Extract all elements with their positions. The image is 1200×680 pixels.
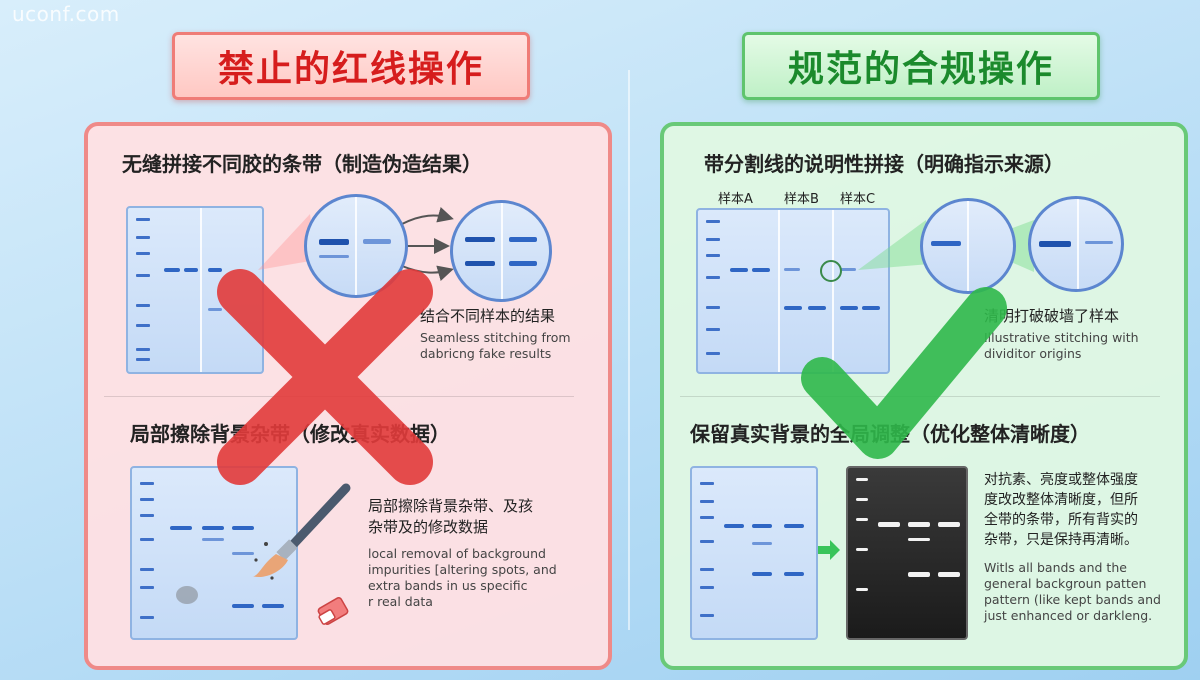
prohibited-banner: 禁止的红线操作 [172, 32, 530, 100]
watermark: uconf.com [12, 2, 120, 26]
right-gel-1 [696, 208, 890, 374]
left-gel-1 [126, 206, 264, 374]
right-section1-note-en: Illustrative stitching with dividitor or… [984, 330, 1139, 361]
center-divider [628, 70, 630, 630]
left-zoom-connectors [258, 207, 454, 281]
left-zoom-circle-2 [450, 200, 552, 302]
compliant-banner: 规范的合规操作 [742, 32, 1100, 100]
check-mark-icon [801, 287, 1007, 459]
left-section1-note-en: Seamless stitching from dabricng fake re… [420, 330, 571, 361]
right-gel-2-original [690, 466, 818, 640]
left-section2-note-cn: 局部擦除背景杂带、及孩 杂带及的修改数据 [368, 497, 534, 536]
lane-label-b: 样本B [784, 192, 819, 207]
left-section1-note-cn: 结合不同样本的结果 [420, 307, 556, 325]
right-section2-note-cn: 对抗素、亮度或整体强度 度改改整体清晰度，但所 全带的条带，所有背实的 杂带，只… [984, 472, 1138, 548]
right-section2-note-en: Witls all bands and the general backgrou… [984, 560, 1161, 623]
right-zoom-circle-2 [1028, 196, 1124, 292]
paintbrush-icon [252, 483, 351, 580]
eraser-icon [317, 597, 349, 625]
right-section1-note-cn: 清明打破破墙了样本 [984, 307, 1120, 325]
left-section2-note-en: local removal of background impurities [… [368, 546, 557, 609]
left-section1-heading: 无缝拼接不同胶的条带（制造伪造结果） [122, 152, 482, 176]
lane-label-c: 样本C [840, 192, 876, 207]
lane-label-a: 样本A [718, 192, 753, 207]
right-gel-2-adjusted [846, 466, 968, 640]
arrow-right-icon [818, 540, 840, 560]
right-zoom-circle-1 [920, 198, 1016, 294]
left-gel-2 [130, 466, 298, 640]
cross-mark-icon [217, 269, 433, 485]
right-section1-heading: 带分割线的说明性拼接（明确指示来源） [704, 152, 1064, 176]
